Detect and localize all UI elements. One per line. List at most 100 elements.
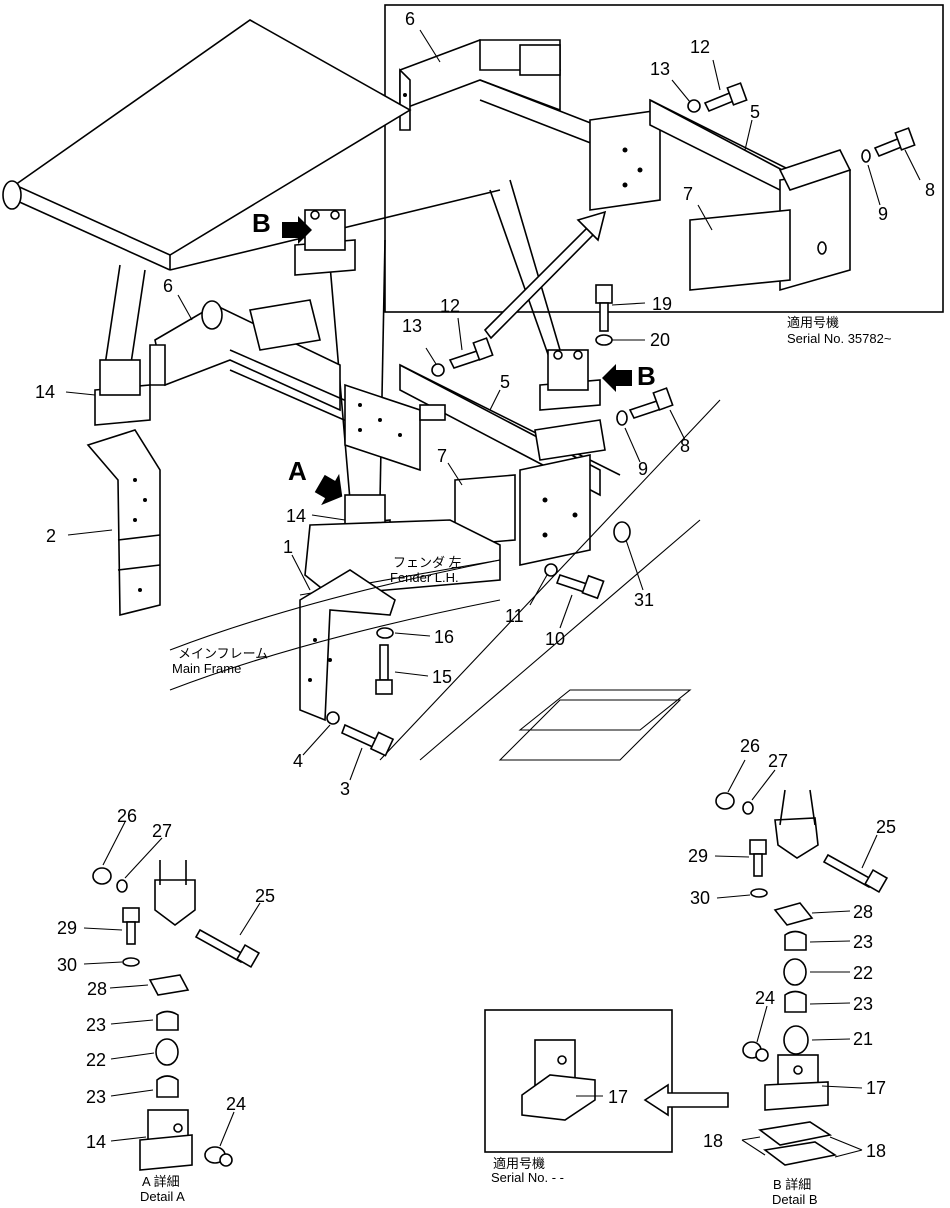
label-21: 21 [853, 1029, 873, 1049]
detail-a-leaders [83, 821, 261, 1147]
detail-a-caption-jp: A 詳細 [142, 1174, 180, 1189]
inset-top-frame [384, 4, 944, 313]
label-17: 17 [608, 1087, 628, 1107]
mount-17 [764, 1054, 829, 1111]
label-24: 24 [755, 988, 775, 1008]
cushion-22 [783, 958, 807, 986]
washer-30 [122, 957, 140, 967]
stopper-23-lower [156, 1075, 179, 1098]
label-23-lower: 23 [86, 1087, 106, 1107]
label-14: 14 [35, 382, 55, 402]
bolt-12 [448, 337, 494, 369]
main-frame-note-en: Main Frame [172, 661, 241, 676]
label-20: 20 [650, 330, 670, 350]
label-24: 24 [226, 1094, 246, 1114]
washer-30 [750, 888, 768, 898]
label-14: 14 [86, 1132, 106, 1152]
detail-b-leaders [714, 759, 878, 1158]
inset-bottom-caption-en: Serial No. - - [491, 1170, 564, 1185]
bolt-19 [595, 284, 613, 332]
plate-28 [773, 902, 814, 926]
label-23: 23 [853, 932, 873, 952]
inset-top-caption-en: Serial No. 35782~ [787, 331, 892, 346]
label-18-right: 18 [866, 1141, 886, 1161]
stopper-23-lower [784, 990, 807, 1013]
washer-27 [742, 801, 754, 815]
mount-b-right [539, 349, 601, 411]
mount-17-alt [521, 1039, 596, 1121]
label-3: 3 [340, 779, 350, 799]
stopper-23-upper [156, 1010, 179, 1031]
mount-bracket [774, 789, 819, 859]
label-b-right: B [637, 361, 656, 391]
mount-bracket [154, 860, 196, 926]
arrow-a [314, 473, 343, 506]
label-29: 29 [688, 846, 708, 866]
inset-top: 6 12 13 5 8 9 7 適用号機 Serial No. 35782~ [384, 4, 944, 346]
label-26: 26 [117, 806, 137, 826]
bolt-15 [375, 644, 393, 695]
collar-31 [613, 521, 631, 543]
plate-28 [148, 974, 190, 996]
bolt-29 [749, 839, 767, 877]
label-18-left: 18 [703, 1131, 723, 1151]
bracket-2 [86, 429, 161, 617]
label-7: 7 [437, 446, 447, 466]
inset-bottom: 17 適用号機 Serial No. - - [484, 1009, 673, 1185]
mount-14 [139, 1109, 193, 1171]
mount-14-left [94, 359, 151, 426]
nut-26 [92, 867, 112, 885]
inset-bolt-12 [703, 82, 748, 113]
inset-rail-5 [589, 98, 852, 292]
cushion-21 [783, 1025, 809, 1055]
bracket-6 [149, 299, 421, 472]
detail-b: 26 27 25 29 30 28 23 22 24 23 21 17 18 1… [688, 736, 896, 1207]
label-30: 30 [690, 888, 710, 908]
washer-11 [544, 563, 558, 577]
label-17: 17 [866, 1078, 886, 1098]
label-28: 28 [853, 902, 873, 922]
label-16: 16 [434, 627, 454, 647]
label-13: 13 [402, 316, 422, 336]
main-labels: B 6 14 2 1 A 14 13 12 19 20 5 B 8 9 7 11… [35, 208, 690, 799]
label-25: 25 [876, 817, 896, 837]
label-5: 5 [750, 102, 760, 122]
inset-leaders [419, 29, 921, 231]
label-26: 26 [740, 736, 760, 756]
label-23: 23 [86, 1015, 106, 1035]
fitting-24 [742, 1041, 769, 1062]
label-27: 27 [152, 821, 172, 841]
label-27: 27 [768, 751, 788, 771]
label-25: 25 [255, 886, 275, 906]
detail-a: 26 27 25 29 30 28 23 22 23 24 14 A 詳細 De… [57, 806, 275, 1204]
label-19: 19 [652, 294, 672, 314]
arrow-b-top [282, 216, 312, 244]
label-12: 12 [690, 37, 710, 57]
detail-b-caption-jp: B 詳細 [773, 1177, 811, 1192]
inset-top-labels: 6 12 13 5 8 9 7 [405, 9, 935, 224]
label-15: 15 [432, 667, 452, 687]
detail-b-caption-en: Detail B [772, 1192, 818, 1207]
inset-washer-13 [687, 99, 701, 113]
inset-bottom-frame [484, 1009, 673, 1153]
detail-b-labels: 26 27 25 29 30 28 23 22 24 23 21 17 18 1… [688, 736, 896, 1161]
arrow-to-inset [483, 210, 607, 340]
bolt-3 [340, 723, 395, 757]
shims-18 [758, 1121, 838, 1166]
inset-top-caption-jp: 適用号機 [787, 315, 839, 330]
cushion-22 [155, 1038, 179, 1066]
label-b-top: B [252, 208, 271, 238]
fender-note-en: Fender L.H. [390, 570, 459, 585]
label-5: 5 [500, 372, 510, 392]
arrow-b-right [602, 364, 632, 392]
label-6: 6 [405, 9, 415, 29]
frame-arms [104, 179, 561, 501]
label-28: 28 [87, 979, 107, 999]
inset-washer-9 [861, 149, 871, 163]
washer-16 [376, 627, 394, 639]
washer-27 [116, 879, 128, 893]
label-8: 8 [925, 180, 935, 200]
main-assembly: B 6 14 2 1 A 14 13 12 19 20 5 B 8 9 7 11… [2, 19, 721, 799]
fitting-24 [204, 1146, 233, 1167]
